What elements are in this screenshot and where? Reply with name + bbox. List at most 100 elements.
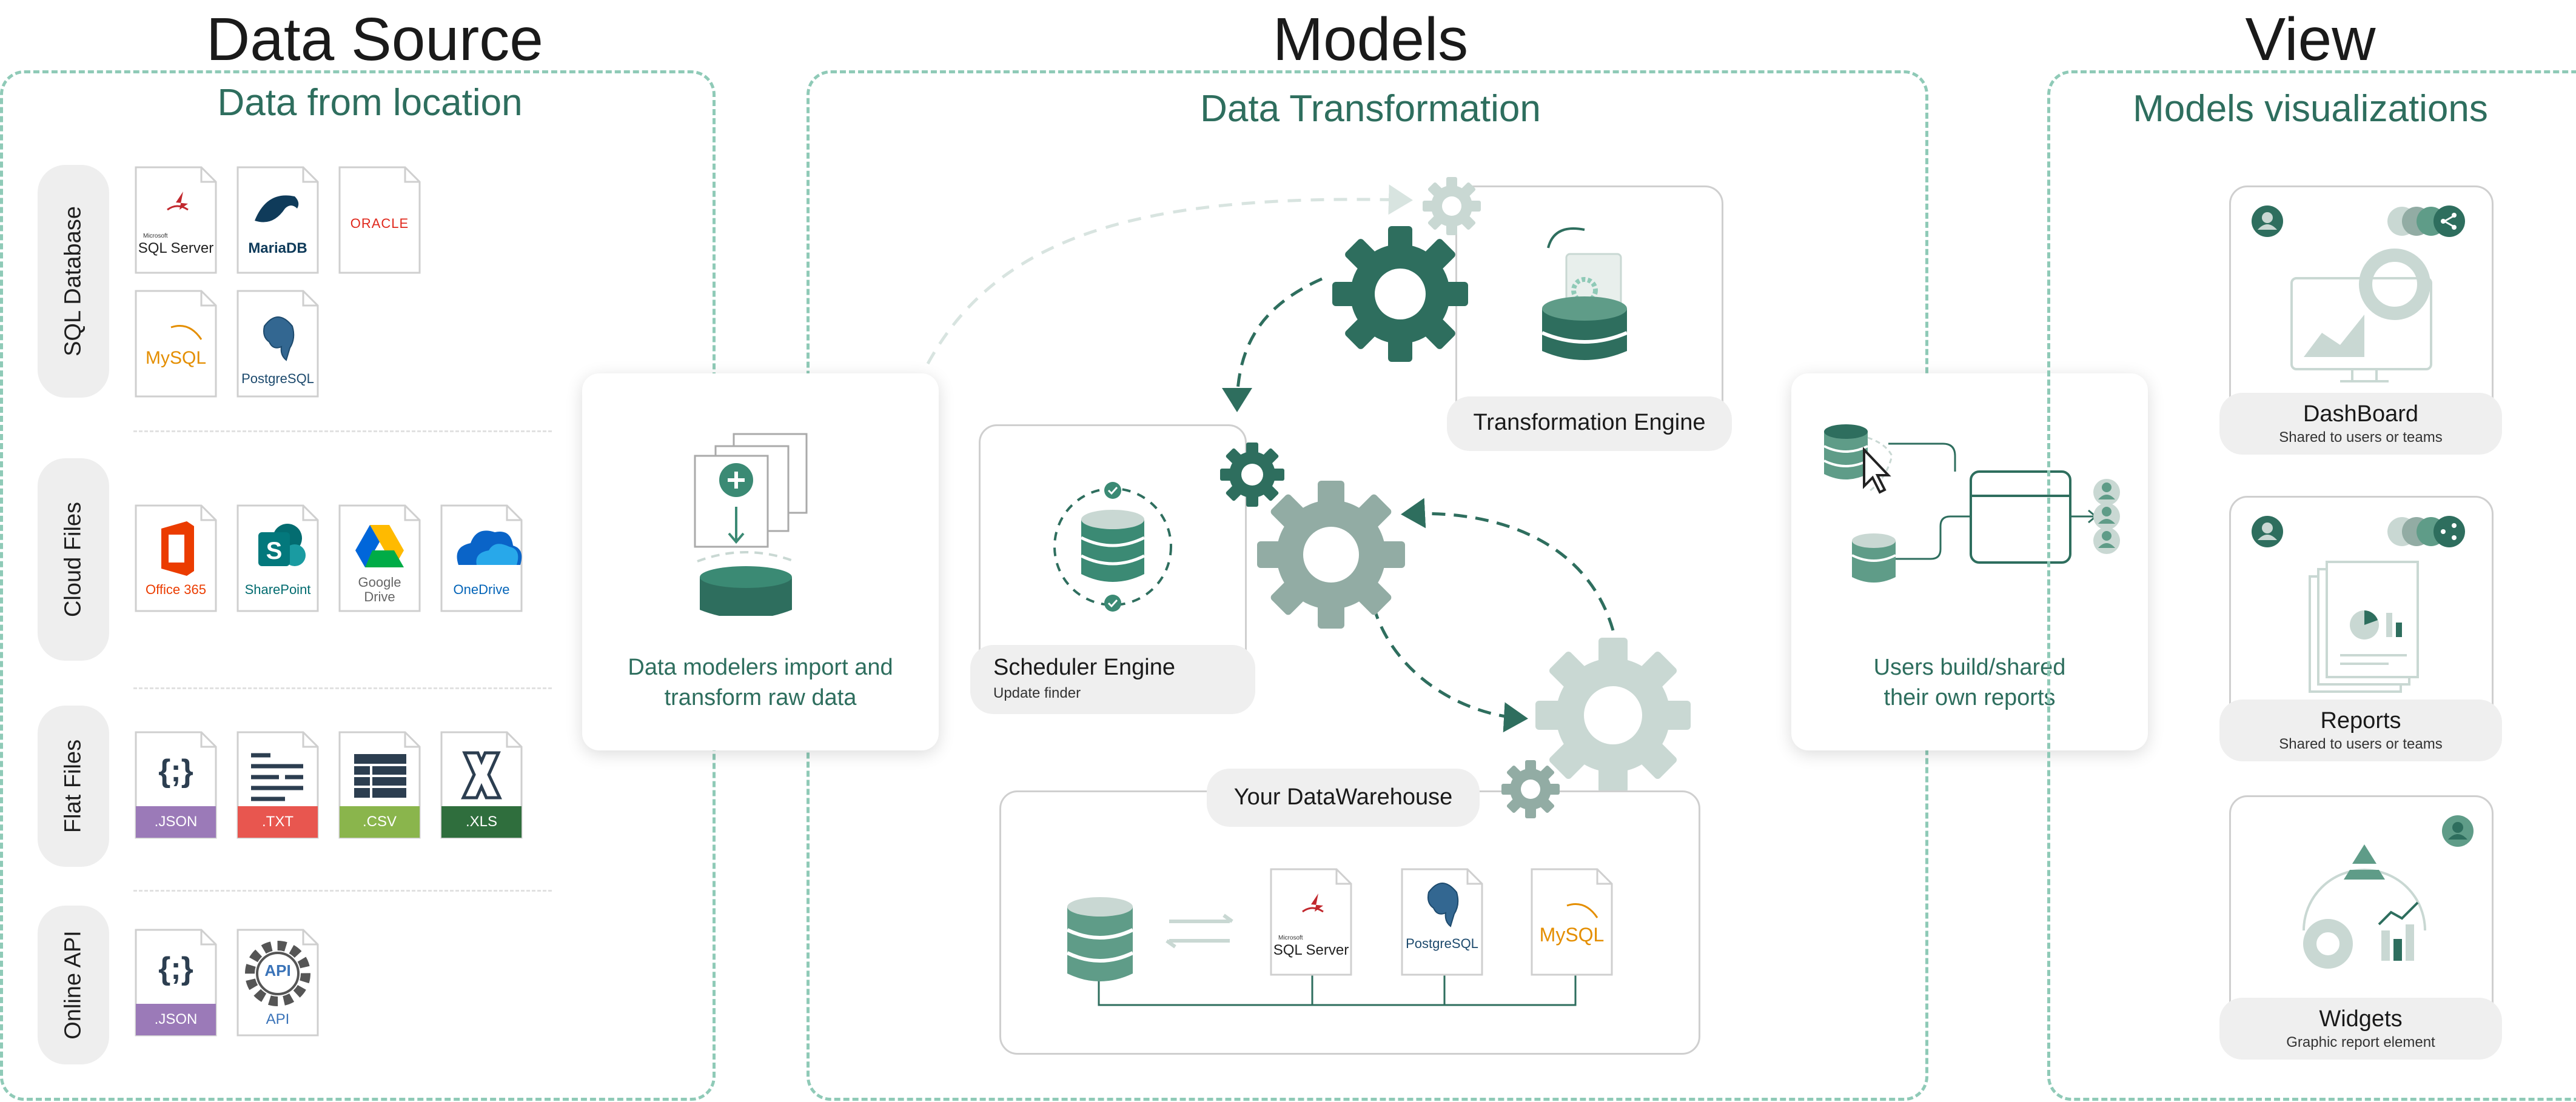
import-card-line1: Data modelers import and: [628, 655, 893, 680]
json-label: .JSON: [154, 813, 198, 830]
scheduler-db-icon: [1053, 482, 1172, 612]
dashboard-preview-icon: [2252, 205, 2465, 382]
small-gear-icon: [1423, 177, 1481, 235]
mariadb-label: MariaDB: [248, 240, 307, 256]
source-mysql[interactable]: MySQL: [135, 290, 217, 398]
dashboard-title: DashBoard: [2303, 401, 2419, 427]
warehouse-postgresql-label: PostgreSQL: [1406, 936, 1478, 951]
svg-text:S: S: [266, 538, 283, 564]
scheduler-title: Scheduler Engine: [993, 655, 1175, 680]
mysql-text: MySQL: [145, 348, 207, 368]
file-txt[interactable]: .TXT: [236, 731, 319, 839]
source-google-drive[interactable]: Google Drive: [338, 504, 421, 612]
gear-to-warehouse-arrow: [1372, 606, 1528, 733]
gear-icon: [1332, 226, 1468, 362]
json-glyph: {;}: [158, 753, 193, 789]
xls-label: .XLS: [465, 813, 498, 830]
api-json[interactable]: {;} .JSON: [135, 929, 217, 1037]
gear-icon: [1501, 760, 1560, 818]
source-sqlserver[interactable]: Microsoft SQL Server: [135, 166, 217, 274]
widgets-label[interactable]: Widgets Graphic report element: [2219, 998, 2502, 1060]
csv-label: .CSV: [362, 813, 397, 830]
onedrive-label: OneDrive: [453, 582, 510, 597]
txt-label: .TXT: [262, 813, 293, 830]
scheduler-subtitle: Update finder: [993, 685, 1081, 701]
api-json-label: .JSON: [154, 1011, 198, 1027]
source-sharepoint[interactable]: S SharePoint: [236, 504, 319, 612]
widgets-preview-icon: [2303, 815, 2474, 969]
api-label: API: [266, 1011, 290, 1027]
category-online-api: Online API: [38, 906, 109, 1064]
scheduler-engine-box: [979, 424, 1247, 668]
users-card[interactable]: Users build/shared their own reports: [1791, 373, 2148, 750]
models-subtitle: Data Transformation: [1200, 88, 1541, 130]
divider: [133, 687, 552, 689]
divider: [133, 890, 552, 892]
source-mariadb[interactable]: MariaDB: [236, 166, 319, 274]
gear-icon: [1220, 442, 1284, 507]
source-office365[interactable]: Office 365: [135, 504, 217, 612]
warehouse-mysql[interactable]: MySQL: [1531, 868, 1613, 976]
import-card-line2: transform raw data: [664, 685, 857, 710]
gdrive-label-1: Google: [358, 575, 401, 590]
users-card-line2: their own reports: [1883, 685, 2056, 710]
users-card-line1: Users build/shared: [1873, 655, 2066, 680]
warehouse-database-icon: [1066, 897, 1134, 981]
divider: [133, 430, 552, 432]
scheduler-engine-label[interactable]: Scheduler Engine Update finder: [970, 645, 1255, 714]
source-oracle[interactable]: ORACLE: [338, 166, 421, 274]
widgets-subtitle: Graphic report element: [2286, 1034, 2435, 1050]
postgresql-label: PostgreSQL: [241, 371, 314, 386]
dashboard-label[interactable]: DashBoard Shared to users or teams: [2219, 393, 2502, 455]
dashboard-subtitle: Shared to users or teams: [2279, 429, 2443, 446]
sharepoint-label: SharePoint: [244, 582, 311, 597]
warehouse-postgresql[interactable]: PostgreSQL: [1401, 868, 1483, 976]
view-panel: [2047, 70, 2576, 1101]
warehouse-sqlserver-small: Microsoft: [1278, 935, 1303, 941]
gear-icon: [1535, 638, 1691, 793]
users-reports-icon: [1823, 424, 2120, 583]
warehouse-mysql-label: MySQL: [1539, 924, 1605, 946]
category-sql-database: SQL Database: [38, 165, 109, 398]
reports-subtitle: Shared to users or teams: [2279, 736, 2443, 752]
category-flat-files: Flat Files: [38, 706, 109, 867]
api-glyph: API: [264, 961, 291, 980]
reports-preview-icon: [2252, 516, 2465, 693]
sqlserver-small-label: Microsoft: [143, 233, 168, 239]
gear-icon: [1257, 481, 1405, 629]
engine-to-scheduler-arrow: [1222, 277, 1323, 412]
oracle-label: ORACLE: [350, 216, 409, 231]
file-csv[interactable]: .CSV: [338, 731, 421, 839]
view-title: View: [2245, 5, 2376, 73]
models-title: Models: [1272, 5, 1469, 73]
warehouse-label[interactable]: Your DataWarehouse: [1207, 769, 1480, 827]
reports-label[interactable]: Reports Shared to users or teams: [2219, 700, 2502, 761]
sqlserver-label: SQL Server: [138, 240, 214, 256]
mysql-label: MySQL: [135, 348, 217, 369]
warehouse-to-gear-arrow: [1401, 498, 1615, 631]
warehouse-connectors: [1098, 913, 1577, 1006]
warehouse-sqlserver-label: SQL Server: [1273, 942, 1349, 958]
reports-title: Reports: [2320, 708, 2401, 733]
widgets-title: Widgets: [2319, 1006, 2403, 1032]
gdrive-label-2: Drive: [364, 589, 395, 604]
transformation-engine-label[interactable]: Transformation Engine: [1447, 396, 1732, 451]
transformation-engine-title: Transformation Engine: [1473, 410, 1706, 435]
data-source-title: Data Source: [206, 5, 543, 73]
category-cloud-files: Cloud Files: [38, 458, 109, 661]
import-card[interactable]: Data modelers import and transform raw d…: [582, 373, 939, 750]
api-json-glyph: {;}: [158, 951, 193, 986]
source-onedrive[interactable]: OneDrive: [440, 504, 523, 612]
view-subtitle: Models visualizations: [2133, 88, 2488, 130]
office365-label: Office 365: [146, 582, 206, 597]
warehouse-sqlserver[interactable]: Microsoft SQL Server: [1270, 868, 1352, 976]
file-xls[interactable]: .XLS: [440, 731, 523, 839]
transform-db-icon: [1541, 227, 1628, 360]
file-json[interactable]: {;} .JSON: [135, 731, 217, 839]
transformation-engine-box: [1455, 185, 1723, 426]
source-postgresql[interactable]: PostgreSQL: [236, 290, 319, 398]
api-source[interactable]: API API: [236, 929, 319, 1037]
data-source-subtitle: Data from location: [217, 82, 523, 124]
warehouse-title: Your DataWarehouse: [1233, 784, 1453, 810]
